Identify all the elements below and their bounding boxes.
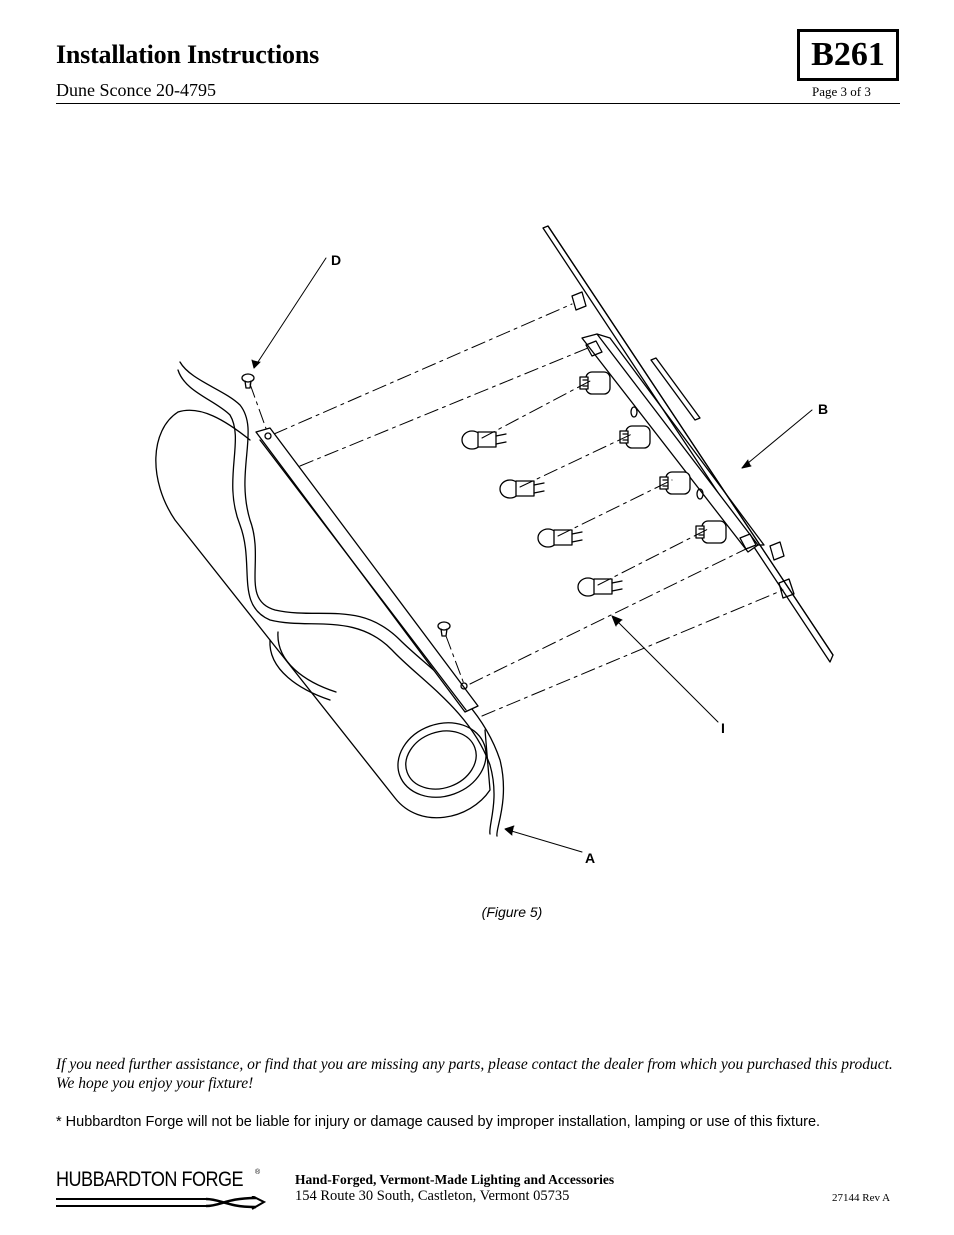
callout-a: A [585, 850, 595, 866]
callout-b: B [818, 401, 828, 417]
product-subtitle: Dune Sconce 20-4795 [56, 80, 216, 100]
mounting-screws [241, 373, 451, 637]
page-number: Page 3 of 3 [812, 84, 871, 99]
shade [155, 361, 505, 837]
document-code-badge: B261 [797, 29, 899, 81]
hubbardton-forge-logo: HUBBARDTON FORGE ® [56, 1168, 266, 1210]
company-tagline: Hand-Forged, Vermont-Made Lighting and A… [295, 1172, 615, 1187]
assembly-lines [249, 303, 784, 717]
company-address: 154 Route 30 South, Castleton, Vermont 0… [295, 1188, 570, 1204]
lamp-sockets [579, 371, 727, 544]
document-code: B261 [811, 36, 885, 73]
header-divider [56, 103, 900, 104]
callout-leaders [251, 257, 813, 853]
logo-wordmark: HUBBARDTON FORGE [56, 1168, 244, 1191]
document-revision: 27144 Rev A [832, 1192, 891, 1204]
figure-caption: (Figure 5) [481, 904, 543, 920]
callout-i: I [721, 720, 725, 736]
page-title: Installation Instructions [56, 40, 319, 69]
callout-d: D [331, 252, 341, 268]
socket-bracket [581, 333, 765, 553]
assistance-note: If you need further assistance, or find … [56, 1056, 893, 1092]
registered-mark: ® [255, 1169, 261, 1176]
bulbs [461, 430, 623, 597]
wall-plate [542, 225, 834, 663]
liability-disclaimer: * Hubbardton Forge will not be liable fo… [56, 1114, 821, 1130]
logo-tongs-icon [56, 1196, 266, 1210]
